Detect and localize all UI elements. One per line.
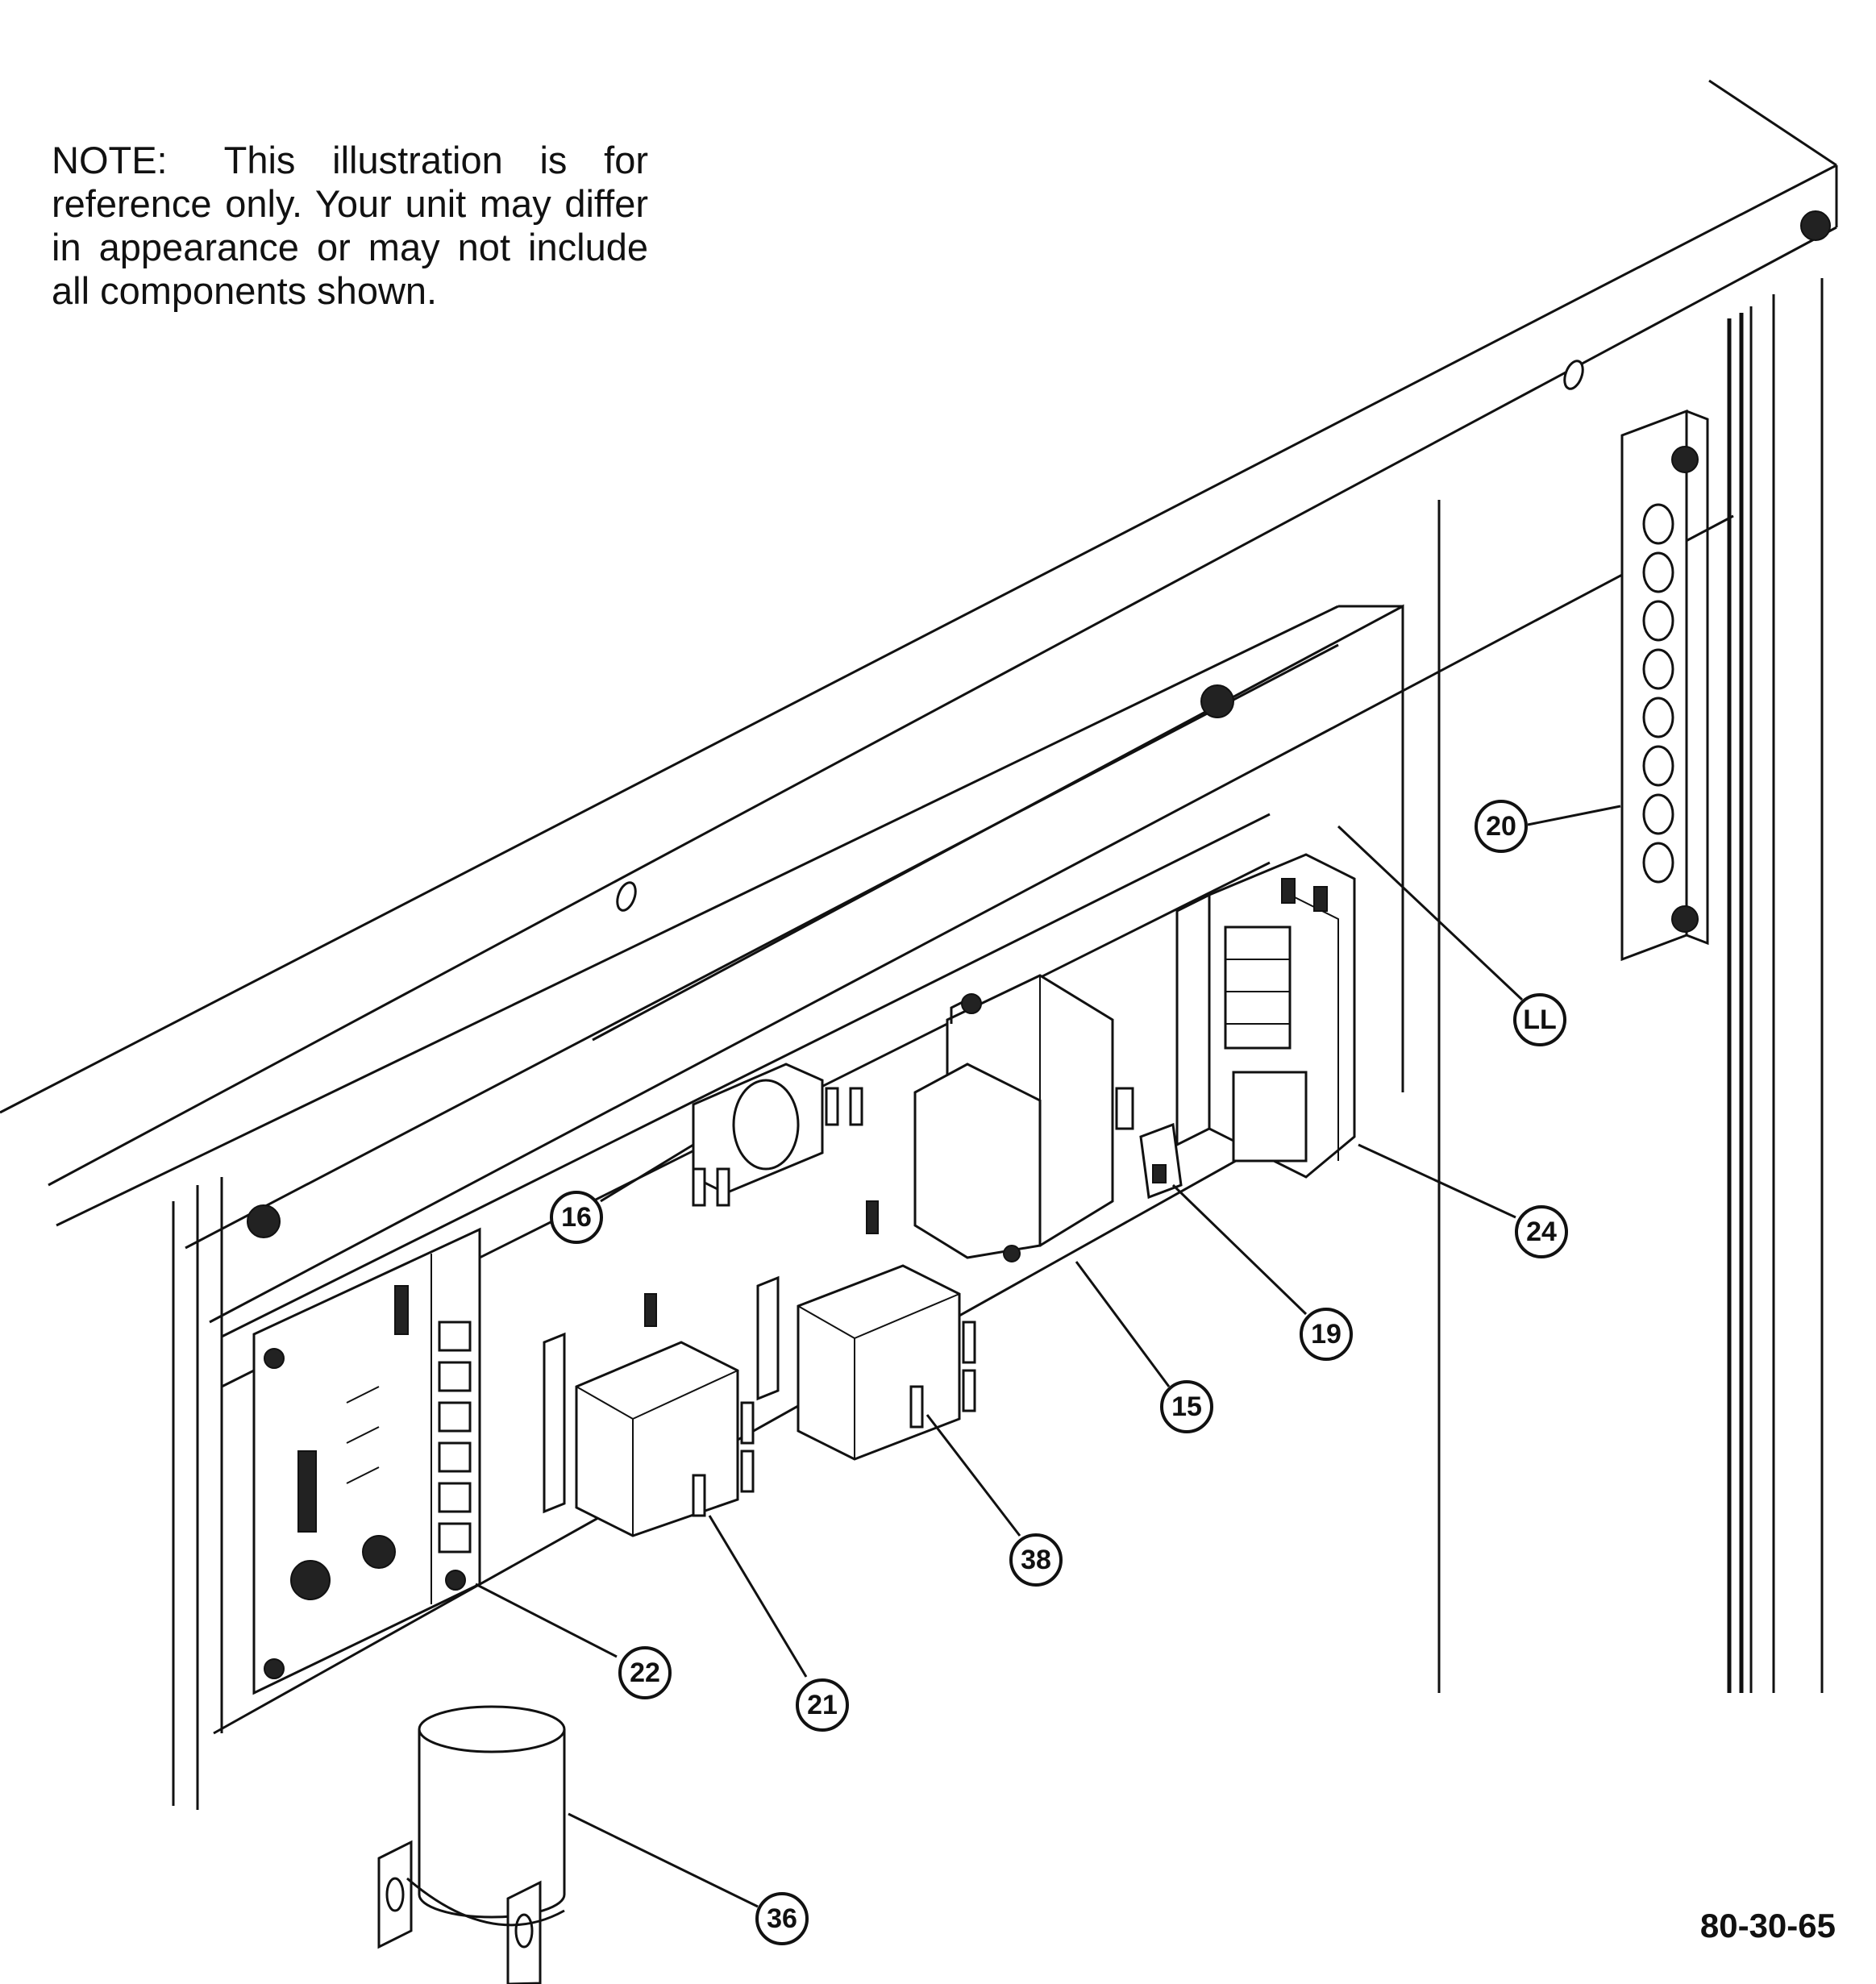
leader-lines bbox=[475, 805, 1621, 1908]
callout-22-label: 22 bbox=[630, 1657, 660, 1688]
small-relay bbox=[692, 1063, 863, 1207]
callout-15-label: 15 bbox=[1171, 1391, 1202, 1422]
callout-21: 21 bbox=[796, 1678, 849, 1732]
callout-LL-label: LL bbox=[1523, 1004, 1557, 1035]
reference-note: NOTE:This illustration is for reference … bbox=[52, 139, 648, 313]
callout-36-label: 36 bbox=[767, 1903, 797, 1934]
callout-LL: LL bbox=[1513, 993, 1566, 1046]
relay-right bbox=[756, 1200, 976, 1461]
callout-24-label: 24 bbox=[1526, 1217, 1557, 1247]
callout-16: 16 bbox=[550, 1191, 603, 1244]
callout-16-label: 16 bbox=[561, 1202, 592, 1233]
terminal-connector bbox=[1139, 1122, 1183, 1200]
terminal-strip bbox=[1620, 409, 1709, 962]
callout-24: 24 bbox=[1515, 1205, 1568, 1258]
callout-15: 15 bbox=[1160, 1380, 1213, 1433]
control-board bbox=[252, 1227, 481, 1695]
contactor bbox=[1175, 853, 1356, 1179]
cabinet-frame bbox=[0, 79, 1838, 1810]
callout-20: 20 bbox=[1475, 800, 1528, 853]
relay-left bbox=[543, 1293, 755, 1537]
note-text: This illustration is for reference only.… bbox=[52, 139, 648, 312]
drawing-number: 80-30-65 bbox=[1699, 1907, 1836, 1944]
callout-19: 19 bbox=[1300, 1308, 1353, 1361]
callout-19-label: 19 bbox=[1311, 1319, 1341, 1350]
note-label: NOTE: bbox=[52, 139, 168, 181]
transformer bbox=[913, 974, 1134, 1262]
callout-22: 22 bbox=[618, 1646, 672, 1699]
callout-20-label: 20 bbox=[1486, 811, 1516, 842]
callout-38-label: 38 bbox=[1021, 1545, 1051, 1575]
callout-38: 38 bbox=[1009, 1533, 1063, 1587]
callout-36: 36 bbox=[755, 1892, 809, 1945]
callout-21-label: 21 bbox=[807, 1690, 838, 1720]
capacitor bbox=[377, 1705, 566, 1984]
